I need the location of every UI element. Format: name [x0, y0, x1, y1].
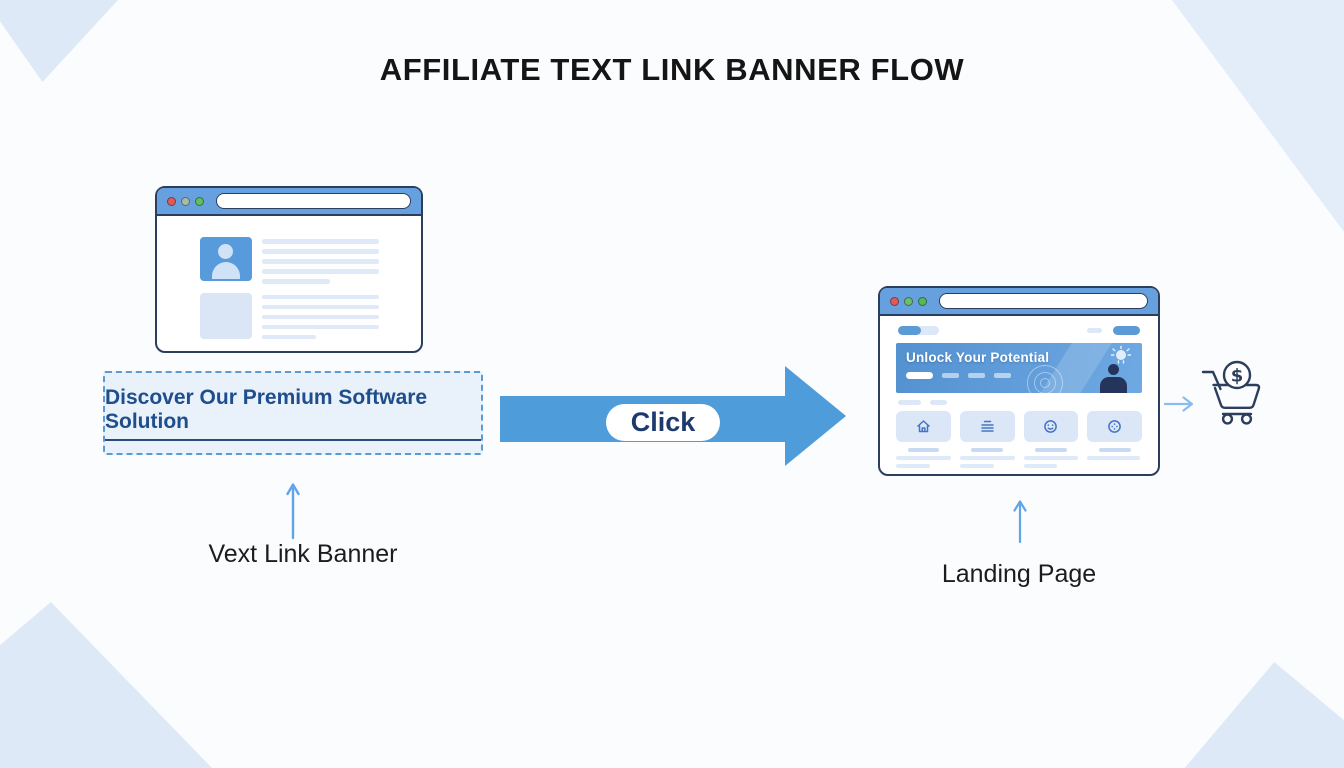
landing-nav-bar — [898, 326, 1140, 335]
hero-cta-button — [906, 372, 933, 379]
text-skeleton — [262, 293, 379, 339]
avatar — [200, 237, 252, 281]
corner-triangle-top-right — [1172, 0, 1344, 232]
breadcrumb-skeleton — [898, 400, 1142, 405]
feature-card — [1087, 411, 1142, 442]
card-label-skeletons — [896, 448, 1142, 468]
hero-banner: Unlock Your Potential — [896, 343, 1142, 393]
image-placeholder — [200, 292, 252, 339]
feature-cards — [896, 411, 1142, 442]
pointer-arrow-up — [1013, 500, 1027, 544]
nav-toggle — [898, 326, 939, 335]
red-dot-icon — [167, 196, 176, 206]
idea-icon — [1110, 345, 1132, 364]
pointer-arrow-up — [286, 483, 300, 540]
dots-circle-icon — [1108, 420, 1121, 433]
feature-card — [959, 411, 1015, 442]
red-dot-icon — [890, 296, 899, 306]
smiley-circle-icon — [1044, 420, 1058, 433]
text-link-banner[interactable]: Discover Our Premium Software Solution — [103, 371, 483, 455]
person-silhouette-icon — [1108, 364, 1119, 375]
banner-caption: Vext Link Banner — [208, 540, 398, 568]
browser-title-bar — [157, 188, 421, 216]
click-button[interactable]: Click — [606, 404, 720, 441]
green-dot-icon — [904, 296, 913, 306]
target-rings-icon — [1027, 365, 1063, 393]
house-icon — [916, 420, 930, 433]
feature-card — [896, 411, 951, 442]
dollar-symbol: $ — [1231, 366, 1244, 387]
hero-title: Unlock Your Potential — [906, 350, 1050, 365]
result-arrow-icon — [1163, 396, 1194, 412]
hero-controls — [906, 372, 1142, 379]
nav-cta-pill — [1113, 326, 1140, 335]
affiliate-link-text[interactable]: Discover Our Premium Software Solution — [105, 386, 481, 441]
shopping-cart-dollar-icon: $ — [1201, 360, 1261, 425]
person-icon — [218, 244, 233, 259]
green-dot-icon — [195, 196, 204, 206]
corner-triangle-bottom-right — [1184, 662, 1344, 768]
browser-title-bar — [880, 288, 1158, 316]
address-bar — [216, 193, 411, 209]
landing-caption: Landing Page — [941, 560, 1097, 588]
address-bar — [939, 293, 1148, 309]
click-label: Click — [630, 407, 696, 437]
list-icon — [980, 420, 994, 432]
source-page-content — [157, 216, 421, 339]
source-browser-window — [155, 186, 423, 353]
landing-browser-window: Unlock Your Potential — [878, 286, 1160, 476]
feature-card — [1023, 411, 1079, 442]
landing-page-content: Unlock Your Potential — [880, 316, 1158, 468]
corner-triangle-bottom-left — [0, 602, 212, 768]
yellow-dot-icon — [181, 196, 190, 206]
page-title: AFFILIATE TEXT LINK BANNER FLOW — [379, 52, 965, 87]
text-skeleton — [262, 237, 379, 284]
green-dot-icon — [918, 296, 927, 306]
